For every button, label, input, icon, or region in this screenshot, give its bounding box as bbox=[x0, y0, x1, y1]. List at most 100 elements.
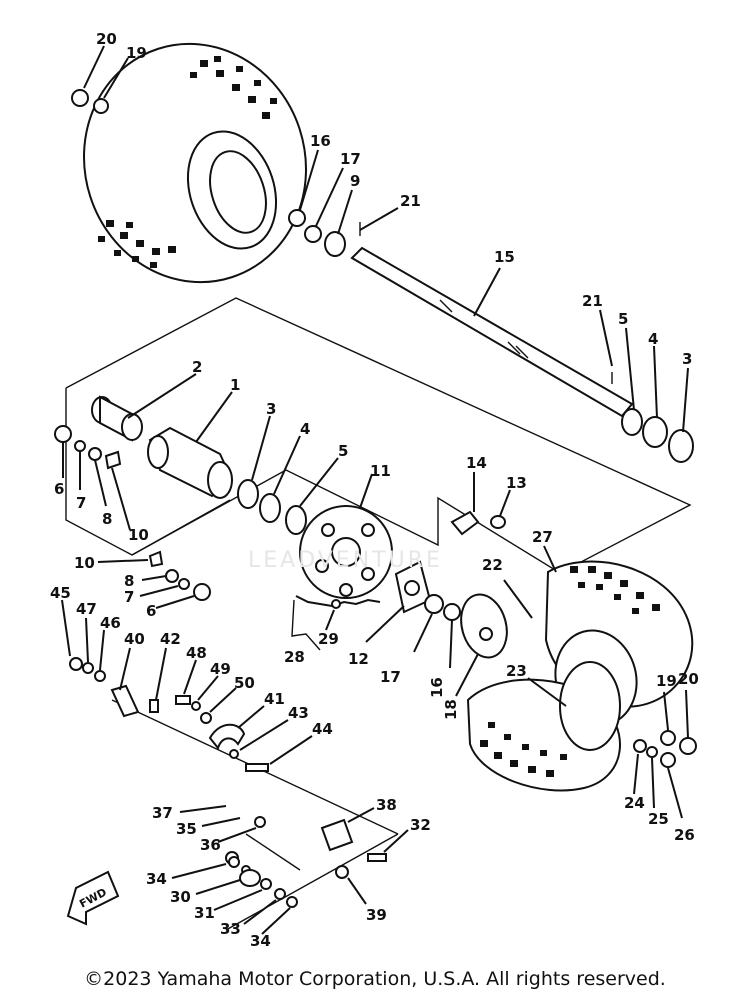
callout-15: 15 bbox=[494, 248, 515, 266]
callout-35: 35 bbox=[176, 820, 197, 838]
callout-36: 36 bbox=[200, 836, 221, 854]
bearing-3-mid bbox=[237, 479, 259, 509]
nut-34-lower bbox=[286, 896, 298, 908]
callout-21-right: 21 bbox=[582, 292, 603, 310]
callout-12: 12 bbox=[348, 650, 369, 668]
washer-8-lower bbox=[165, 569, 179, 583]
callout-50: 50 bbox=[234, 674, 255, 692]
assembly-outline-lower bbox=[131, 499, 231, 556]
seal-4-mid bbox=[259, 493, 281, 523]
collar-5-mid bbox=[285, 505, 307, 535]
nut-20-top bbox=[71, 89, 89, 107]
callout-19-top: 19 bbox=[126, 44, 147, 62]
plate-10-left bbox=[104, 450, 122, 470]
callout-10-left: 10 bbox=[128, 526, 149, 544]
callout-16-lower: 16 bbox=[428, 677, 446, 698]
callout-14: 14 bbox=[466, 454, 487, 472]
callout-28: 28 bbox=[284, 648, 305, 666]
washer-49 bbox=[191, 701, 201, 711]
clamp-41 bbox=[208, 723, 246, 751]
bracket-14 bbox=[450, 510, 480, 536]
adjuster-38 bbox=[320, 818, 354, 852]
callout-39: 39 bbox=[366, 906, 387, 924]
callout-40: 40 bbox=[124, 630, 145, 648]
callout-19-lower: 19 bbox=[656, 672, 677, 690]
callout-41: 41 bbox=[264, 690, 285, 708]
washer-8-left bbox=[88, 447, 102, 461]
disc-18 bbox=[460, 593, 508, 659]
seal-4-right bbox=[642, 416, 668, 448]
washer-7-left bbox=[74, 440, 86, 452]
callout-30: 30 bbox=[170, 888, 191, 906]
callout-18: 18 bbox=[442, 699, 460, 720]
nut-16-top bbox=[288, 209, 306, 227]
rear-axle-15 bbox=[350, 246, 634, 418]
part-callouts: 20 19 16 17 9 21 15 21 5 4 3 2 1 3 4 5 1… bbox=[50, 30, 699, 950]
callout-20-top: 20 bbox=[96, 30, 117, 48]
callout-6-left: 6 bbox=[54, 480, 64, 498]
bearing-9 bbox=[324, 231, 346, 257]
callout-27: 27 bbox=[532, 528, 553, 546]
callout-3-mid: 3 bbox=[266, 400, 276, 418]
washer-43 bbox=[229, 749, 239, 759]
collar-2 bbox=[91, 395, 143, 442]
callout-10-lower: 10 bbox=[74, 554, 95, 572]
rear-tire-left bbox=[83, 42, 307, 284]
master-link-29 bbox=[331, 599, 341, 609]
callout-11: 11 bbox=[370, 462, 391, 480]
callout-21-top: 21 bbox=[400, 192, 421, 210]
callout-8-left: 8 bbox=[102, 510, 112, 528]
callout-7-lower: 7 bbox=[124, 588, 134, 606]
nut-16-lower bbox=[443, 603, 461, 621]
washer-24 bbox=[633, 739, 647, 753]
sprocket-11 bbox=[299, 505, 393, 599]
callout-26: 26 bbox=[674, 826, 695, 844]
hub-1 bbox=[147, 426, 234, 499]
callout-16-top: 16 bbox=[310, 132, 331, 150]
nut-34-upper bbox=[228, 856, 240, 868]
washer-7-lower bbox=[178, 578, 190, 590]
sprocket-17-top bbox=[304, 225, 322, 243]
callout-5-mid: 5 bbox=[338, 442, 348, 460]
nut-26 bbox=[660, 752, 676, 768]
callout-34-lower: 34 bbox=[250, 932, 271, 950]
callout-5-right: 5 bbox=[618, 310, 628, 328]
washer-25 bbox=[646, 746, 658, 758]
callout-37: 37 bbox=[152, 804, 173, 822]
callout-29: 29 bbox=[318, 630, 339, 648]
bolt-6-left bbox=[54, 425, 72, 443]
adjuster-30 bbox=[239, 869, 261, 887]
watermark-logo: LEADVENTURE bbox=[248, 548, 443, 573]
callout-48: 48 bbox=[186, 644, 207, 662]
bearing-3-right bbox=[668, 429, 694, 463]
callout-31: 31 bbox=[194, 904, 215, 922]
callout-33: 33 bbox=[220, 920, 241, 938]
callout-32: 32 bbox=[410, 816, 431, 834]
bolt-48 bbox=[175, 695, 191, 705]
callout-34-upper: 34 bbox=[146, 870, 167, 888]
callout-20-lower: 20 bbox=[678, 670, 699, 688]
nut-39 bbox=[335, 865, 349, 879]
washer-33 bbox=[274, 888, 286, 900]
washer-47 bbox=[82, 662, 94, 674]
washer-31 bbox=[260, 878, 272, 890]
callout-46: 46 bbox=[100, 614, 121, 632]
bushing-13 bbox=[490, 515, 506, 529]
washer-46 bbox=[94, 670, 106, 682]
bolt-44 bbox=[245, 763, 269, 772]
nut-50 bbox=[200, 712, 212, 724]
callout-22: 22 bbox=[482, 556, 503, 574]
callout-8-lower: 8 bbox=[124, 572, 134, 590]
washer-19-lower bbox=[660, 730, 676, 746]
callout-23: 23 bbox=[506, 662, 527, 680]
callout-4-mid: 4 bbox=[300, 420, 310, 438]
callout-1: 1 bbox=[230, 376, 240, 394]
plate-10-lower bbox=[148, 550, 164, 568]
callout-9: 9 bbox=[350, 172, 360, 190]
forward-direction-icon: FWD bbox=[66, 870, 120, 926]
callout-38: 38 bbox=[376, 796, 397, 814]
callout-44: 44 bbox=[312, 720, 333, 738]
spacer-42 bbox=[149, 699, 159, 713]
callout-2: 2 bbox=[192, 358, 202, 376]
